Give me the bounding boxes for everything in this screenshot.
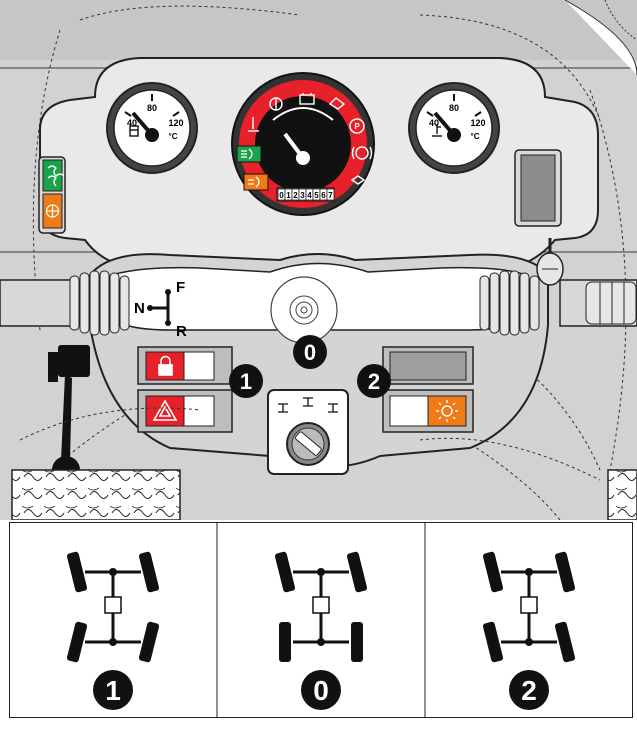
thermometer-icon: [432, 124, 442, 137]
ignition-key[interactable]: [536, 238, 564, 286]
headlight-icon: [248, 176, 260, 188]
coolant-gauge-left: 40 80 120 °C: [106, 82, 198, 174]
gauge-tick-80: 80: [449, 103, 459, 113]
gear-neutral-label: N: [134, 300, 145, 317]
odometer-digit: 6: [319, 188, 328, 201]
gear-forward-label: F: [176, 279, 185, 296]
wheel-icon: [66, 621, 88, 663]
brake-icon: [351, 146, 373, 160]
odometer-digit: 0: [277, 188, 286, 201]
wheel-icon: [138, 551, 160, 593]
steering-mode-label: 1: [93, 670, 133, 710]
dashboard-illustration: 40 80 120 °C 40 80 120 °C: [0, 0, 637, 520]
svg-text:0: 0: [304, 340, 316, 365]
gauge-tick-80: 80: [147, 103, 157, 113]
odometer-digit: 2: [291, 188, 300, 201]
svg-text:2: 2: [368, 369, 380, 394]
wheel-icon: [279, 622, 291, 662]
wheel-icon: [482, 551, 504, 593]
glow-plug-icon: [47, 165, 65, 187]
gear-reverse-label: R: [176, 323, 187, 340]
mode-callout-2: 2: [357, 364, 391, 398]
work-light-icon[interactable]: [436, 400, 458, 422]
gauge-unit: °C: [471, 132, 480, 141]
steering-mode-label: 0: [301, 670, 341, 710]
svg-text:2: 2: [521, 675, 537, 706]
parking-brake-icon: [349, 118, 365, 134]
svg-text:P: P: [354, 122, 360, 131]
oil-pressure-icon: [328, 97, 346, 110]
svg-text:1: 1: [286, 191, 291, 200]
odometer-digit: 5: [312, 188, 321, 201]
battery-icon: [299, 93, 315, 105]
wheel-icon: [346, 551, 368, 593]
gauge-tick-40: 40: [127, 118, 137, 128]
steering-icon: [350, 175, 366, 185]
steering-mode-1: 1: [66, 551, 160, 710]
steering-mode-selector-icon: [278, 397, 338, 413]
steering-mode-label: 2: [509, 670, 549, 710]
gauge-unit: °C: [169, 132, 178, 141]
gauge-tick-40: 40: [429, 118, 439, 128]
transmission-icon: [269, 97, 283, 111]
wheel-icon: [351, 622, 363, 662]
odometer-digit: 1: [284, 188, 293, 201]
horn-button[interactable]: [270, 276, 338, 344]
svg-text:6: 6: [321, 191, 326, 200]
svg-text:1: 1: [105, 675, 121, 706]
steering-mode-0: 0: [274, 551, 368, 710]
coolant-gauge-right: 40 80 120 °C: [408, 82, 500, 174]
thermometer-icon: [248, 117, 259, 132]
odometer-digit: 7: [326, 188, 335, 201]
mode-callout-0: 0: [293, 335, 327, 369]
svg-text:3: 3: [300, 191, 305, 200]
wheel-icon: [482, 621, 504, 663]
fuel-icon: [129, 125, 139, 137]
hazard-icon[interactable]: [152, 399, 178, 421]
odometer-digit: 3: [298, 188, 307, 201]
high-beam-icon: [241, 148, 253, 160]
steering-column-right: [479, 270, 637, 336]
svg-text:2: 2: [293, 191, 298, 200]
work-light-icon: [45, 204, 60, 218]
steering-column-left: [0, 270, 130, 336]
gauge-tick-120: 120: [168, 118, 183, 128]
lock-icon: [158, 355, 173, 376]
svg-text:0: 0: [279, 191, 284, 200]
steering-modes-panel: 1 0 2: [9, 522, 633, 718]
svg-text:4: 4: [307, 191, 312, 200]
svg-text:0: 0: [313, 675, 329, 706]
wheel-icon: [138, 621, 160, 663]
svg-text:7: 7: [328, 191, 333, 200]
wheel-icon: [66, 551, 88, 593]
odometer-digit: 4: [305, 188, 314, 201]
svg-text:5: 5: [314, 191, 319, 200]
wheel-icon: [554, 621, 576, 663]
svg-text:1: 1: [240, 369, 252, 394]
wheel-icon: [554, 551, 576, 593]
gauge-tick-120: 120: [470, 118, 485, 128]
steering-mode-2: 2: [482, 551, 576, 710]
mode-callout-1: 1: [229, 364, 263, 398]
wheel-icon: [274, 551, 296, 593]
steering-mode-selector[interactable]: [267, 389, 349, 475]
